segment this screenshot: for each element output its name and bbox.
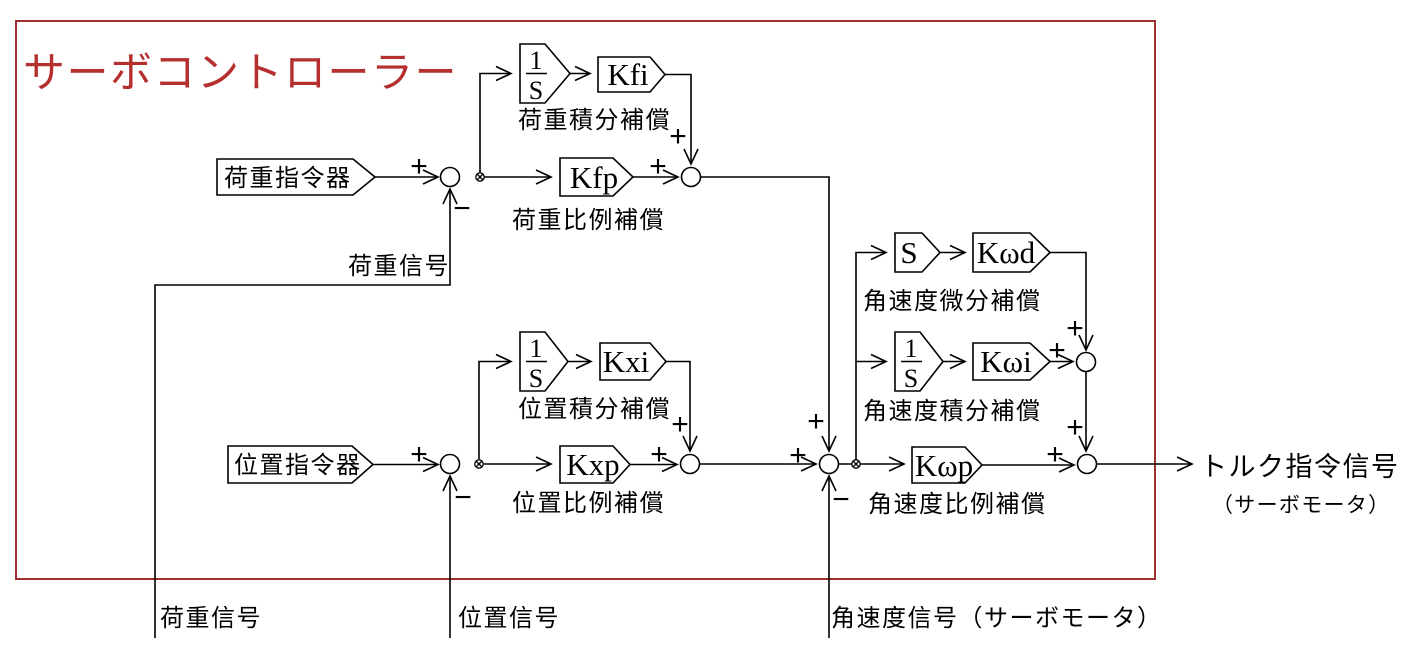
position-sum-junction [439, 453, 461, 475]
kfi-output-wire [665, 73, 699, 166]
load-integral-compensation-label: 荷重積分補償 [518, 107, 671, 134]
kfp-plus-sign: + [649, 150, 667, 183]
position-compensation-sum-junction [679, 453, 701, 475]
kxi-output-wire [666, 360, 698, 453]
angular-velocity-signal-bottom-label: 角速度信号（サーボモータ） [831, 605, 1163, 632]
kfi-label: Kfi [607, 57, 649, 92]
kwi-label: Kωi [980, 344, 1032, 379]
load-compensation-sum-junction [680, 166, 702, 188]
kwd-block [972, 232, 1052, 273]
load-sum-junction [439, 166, 461, 188]
torque-output-label-line2: （サーボモータ） [1212, 494, 1390, 517]
load-signal-bottom-label: 荷重信号 [160, 605, 262, 632]
load-command-plus-sign: + [410, 150, 428, 183]
kfp-label: Kfp [570, 160, 618, 195]
differentiator-label: S [900, 235, 917, 270]
kwi-block [972, 342, 1052, 381]
kxi-block [599, 342, 668, 381]
kwd-label: Kωd [977, 235, 1036, 270]
differentiator-block [894, 232, 942, 273]
load-signal-inner-label: 荷重信号 [348, 253, 450, 280]
position-command-plus-sign: + [410, 438, 428, 471]
torque-output-label-line1: トルク指令信号 [1200, 452, 1400, 482]
load-command-label: 荷重指令器 [224, 165, 352, 192]
velocity-sum-junction [818, 453, 840, 475]
angular-velocity-derivative-compensation-label: 角速度微分補償 [863, 288, 1042, 315]
position-error-riser-wire [478, 353, 513, 459]
mid-sum-plus-sign: + [1066, 411, 1084, 444]
output-sum-junction [1076, 453, 1098, 475]
kfp-block [559, 157, 635, 197]
position-signal-bottom-label: 位置信号 [458, 605, 560, 632]
velocity-integrator-numerator: 1 [905, 334, 918, 363]
load-error-riser-wire [479, 65, 513, 172]
velocity-branch-node [851, 459, 861, 469]
kxp-label: Kxp [566, 447, 619, 482]
position-sum-plus-sign: + [789, 439, 807, 472]
position-command-tag [227, 445, 375, 484]
kxp-block [559, 445, 632, 484]
kxi-label: Kxi [603, 344, 650, 379]
kwd-output-wire [1050, 251, 1094, 352]
position-feedback-minus-sign: − [454, 481, 472, 514]
load-integrator-denominator: S [529, 76, 543, 105]
load-feedback-minus-sign: − [453, 192, 471, 225]
diagram-title: サーボコントローラー [23, 49, 458, 96]
position-command-label: 位置指令器 [234, 452, 362, 479]
load-compensation-output-wire [700, 176, 837, 453]
velocity-integrator-denominator: S [904, 364, 918, 393]
controller-boundary-frame [15, 20, 1156, 580]
position-branch-node [474, 459, 484, 469]
position-integrator-numerator: 1 [530, 334, 543, 363]
load-branch-node [475, 172, 485, 182]
load-line-plus-sign: + [807, 405, 825, 438]
velocity-error-riser-wire [855, 244, 888, 464]
kfi-block [597, 56, 667, 93]
kfi-plus-sign: + [669, 120, 687, 153]
angular-velocity-proportional-compensation-label: 角速度比例補償 [868, 491, 1047, 518]
position-integral-compensation-label: 位置積分補償 [518, 396, 671, 423]
load-feedback-wire [154, 187, 458, 638]
kwp-block [911, 446, 984, 484]
kxp-plus-sign: + [650, 438, 668, 471]
load-proportional-compensation-label: 荷重比例補償 [512, 207, 665, 234]
kwi-plus-sign: + [1048, 334, 1066, 367]
velocity-mid-sum-junction [1075, 351, 1097, 373]
kwp-label: Kωp [915, 448, 973, 483]
position-integrator-denominator: S [529, 364, 543, 393]
kwd-plus-sign: + [1066, 312, 1084, 345]
load-integrator-numerator: 1 [530, 46, 543, 75]
angular-velocity-integral-compensation-label: 角速度積分補償 [863, 398, 1042, 425]
load-command-tag [216, 158, 377, 196]
position-proportional-compensation-label: 位置比例補償 [512, 490, 665, 517]
kwp-plus-sign: + [1046, 438, 1064, 471]
kxi-plus-sign: + [671, 408, 689, 441]
velocity-feedback-minus-sign: − [832, 483, 850, 516]
